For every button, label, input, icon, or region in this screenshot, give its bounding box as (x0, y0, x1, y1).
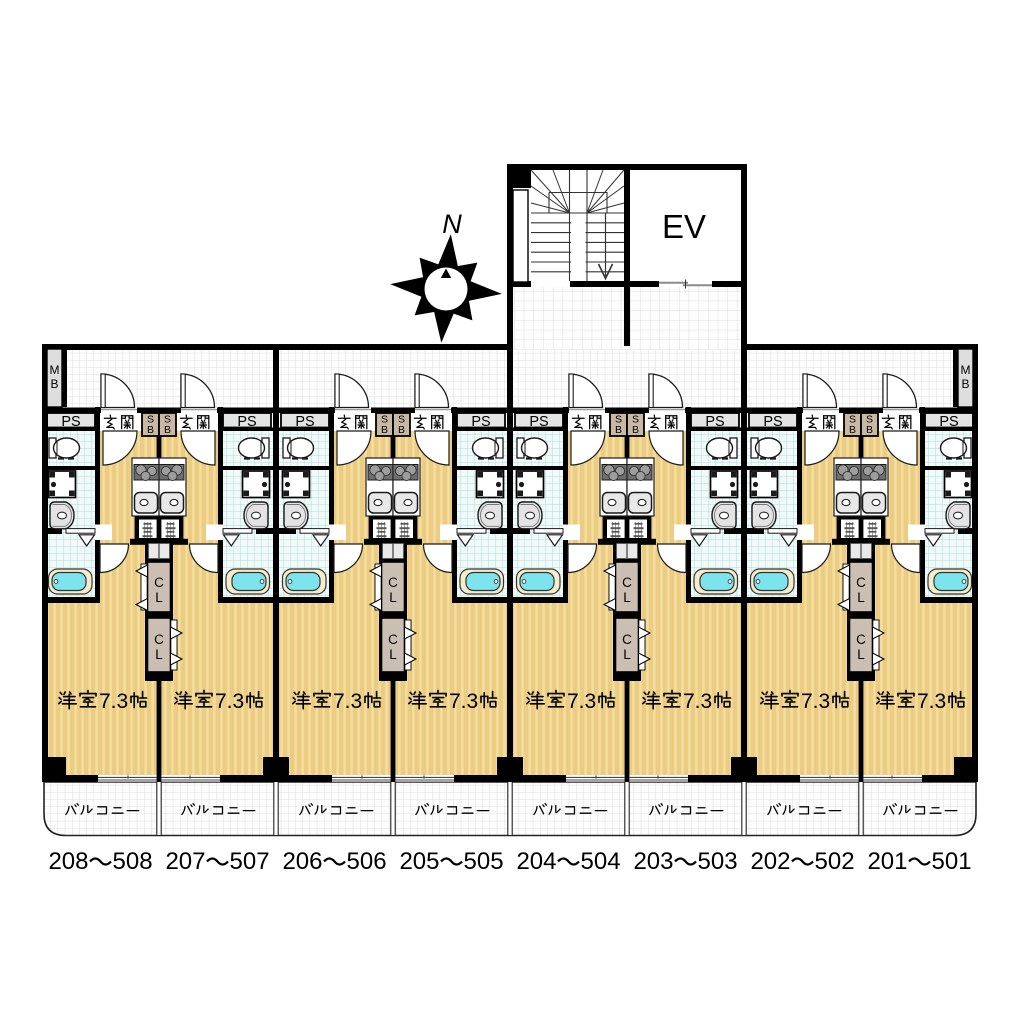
svg-text:508: 508 (113, 848, 153, 875)
svg-text:503: 503 (698, 848, 738, 875)
svg-text:501: 501 (932, 848, 972, 875)
svg-text:505: 505 (464, 848, 504, 875)
svg-text:506: 506 (347, 848, 387, 875)
svg-text:M: M (961, 363, 971, 377)
svg-text:B: B (961, 377, 969, 391)
svg-text:507: 507 (230, 848, 270, 875)
svg-text:203: 203 (633, 848, 673, 875)
svg-text:502: 502 (815, 848, 855, 875)
svg-text:M: M (50, 363, 60, 377)
svg-text:504: 504 (581, 848, 621, 875)
svg-text:208: 208 (48, 848, 88, 875)
svg-text:205: 205 (399, 848, 439, 875)
svg-text:202: 202 (750, 848, 790, 875)
svg-text:B: B (50, 377, 58, 391)
svg-text:N: N (442, 209, 462, 239)
svg-text:EV: EV (662, 208, 706, 245)
svg-text:206: 206 (282, 848, 322, 875)
svg-text:204: 204 (516, 848, 556, 875)
svg-text:207: 207 (165, 848, 205, 875)
svg-text:201: 201 (867, 848, 907, 875)
